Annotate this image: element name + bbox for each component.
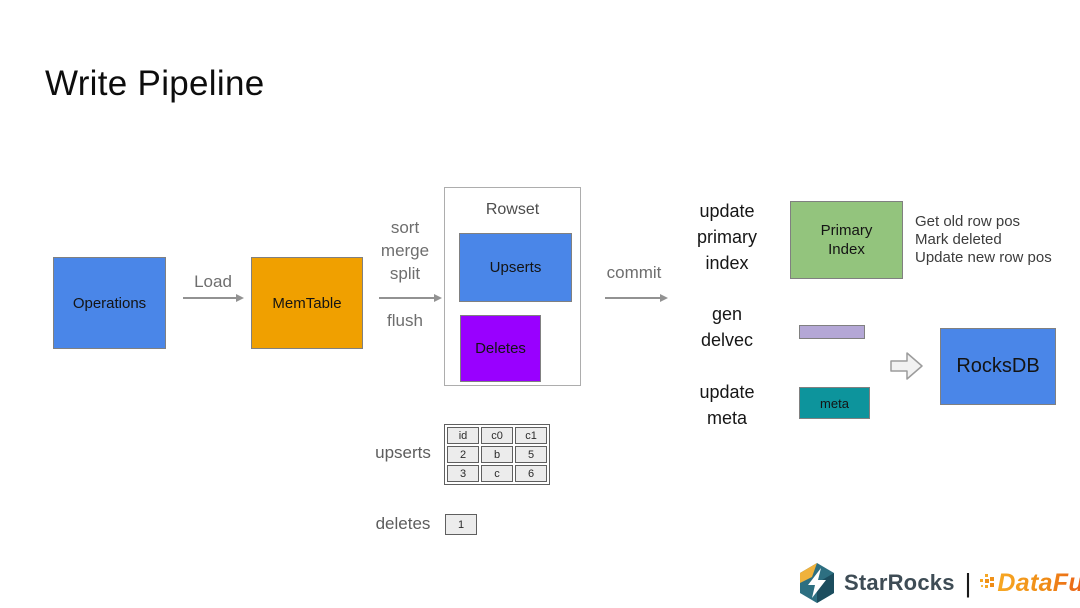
table-cell: c <box>481 465 513 482</box>
flush-label: flush <box>387 311 423 330</box>
operations-box: Operations <box>53 257 166 349</box>
table-cell: 2 <box>447 446 479 463</box>
table-header-cell: id <box>447 427 479 444</box>
footer-logos: StarRocks | DataFun. <box>797 560 1080 606</box>
table-row: 3 c 6 <box>447 465 547 482</box>
gen-delvec-label: gen delvec <box>687 301 767 353</box>
datafun-wordmark: DataFun. <box>997 569 1080 598</box>
update-primary-index-line: index <box>705 253 749 273</box>
deletes-value: 1 <box>457 518 465 531</box>
note-line: Mark deleted <box>915 231 1002 248</box>
block-arrow-icon <box>890 352 923 380</box>
deletes-value-box: 1 <box>445 514 477 535</box>
rocksdb-label: RocksDB <box>956 355 1040 377</box>
slide-title: Write Pipeline <box>45 64 265 103</box>
update-primary-index-line: primary <box>696 227 757 247</box>
commit-arrow-icon <box>605 294 668 301</box>
table-header-cell: c0 <box>481 427 513 444</box>
upserts-example-label: upserts <box>375 443 431 462</box>
primary-index-notes: Get old row pos Mark deleted Update new … <box>915 213 1052 267</box>
commit-label: commit <box>606 263 662 282</box>
memtable-label: MemTable <box>272 294 342 312</box>
transform-line: split <box>389 264 421 283</box>
deletes-box-label: Deletes <box>475 340 526 357</box>
table-cell: 5 <box>515 446 547 463</box>
meta-box-label: meta <box>820 395 849 411</box>
rocksdb-box: RocksDB <box>940 328 1056 405</box>
upserts-box: Upserts <box>459 233 572 302</box>
primary-index-box-line: Index <box>828 241 865 258</box>
note-line: Get old row pos <box>915 213 1021 230</box>
table-header-row: id c0 c1 <box>447 427 547 444</box>
update-meta-line: meta <box>706 408 748 428</box>
upserts-table-grid: id c0 c1 2 b 5 3 c 6 <box>445 425 549 484</box>
update-meta-label: update meta <box>687 379 767 431</box>
primary-index-box: Primary Index <box>790 201 903 279</box>
meta-box: meta <box>799 387 870 419</box>
gen-delvec-line: delvec <box>700 330 754 350</box>
transform-line: merge <box>380 241 430 260</box>
table-header-cell: c1 <box>515 427 547 444</box>
table-cell: 3 <box>447 465 479 482</box>
deletes-example-label: deletes <box>375 514 431 533</box>
transform-label: sort merge split <box>375 216 435 285</box>
update-primary-index-line: update <box>699 201 755 221</box>
starrocks-wordmark: StarRocks <box>844 570 955 595</box>
update-primary-index-label: update primary index <box>687 198 767 276</box>
transform-line: sort <box>390 218 420 237</box>
load-label: Load <box>194 272 232 291</box>
upserts-box-label: Upserts <box>489 259 542 276</box>
logo-separator: | <box>964 567 972 598</box>
operations-label: Operations <box>72 294 147 312</box>
table-row: 2 b 5 <box>447 446 547 463</box>
gen-delvec-line: gen <box>711 304 743 324</box>
deletes-box: Deletes <box>460 315 541 382</box>
table-cell: b <box>481 446 513 463</box>
memtable-box: MemTable <box>251 257 363 349</box>
load-arrow-icon <box>183 294 244 301</box>
note-line: Update new row pos <box>915 249 1052 266</box>
primary-index-box-line: Primary <box>820 222 873 239</box>
table-cell: 6 <box>515 465 547 482</box>
starrocks-logo-icon <box>800 563 834 603</box>
datafun-dots-icon <box>980 574 995 588</box>
delvec-bar <box>799 325 865 339</box>
upserts-table: id c0 c1 2 b 5 3 c 6 <box>444 424 550 485</box>
rowset-title: Rowset <box>485 201 540 218</box>
flush-arrow-icon <box>379 294 442 301</box>
update-meta-line: update <box>699 382 755 402</box>
